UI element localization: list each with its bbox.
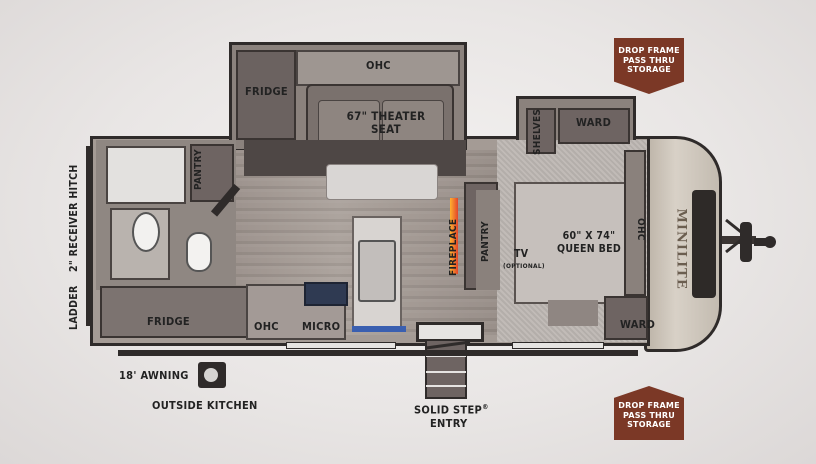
hitch-tongue xyxy=(712,218,776,262)
brand-logo-text: MINILITE xyxy=(673,208,689,290)
micro-label: MICRO xyxy=(302,320,341,333)
theater-seat-label: 67" THEATER SEAT xyxy=(336,110,436,136)
ward-bottom-label: WARD xyxy=(620,318,656,331)
front-ohc xyxy=(624,150,646,296)
table xyxy=(326,164,438,200)
brand-logo: MINILITE xyxy=(670,208,690,300)
shelves-label: SHELVES xyxy=(532,108,543,155)
drop-frame-storage-badge-bottom: DROP FRAME PASS THRU STORAGE xyxy=(614,386,684,440)
shower xyxy=(106,146,186,204)
queen-bed-text: 60" X 74" QUEEN BED xyxy=(557,230,621,255)
theater-seat-text: 67" THEATER SEAT xyxy=(346,109,426,136)
outside-kitchen-burner xyxy=(204,368,218,382)
queen-bed-label: 60" X 74" QUEEN BED xyxy=(553,230,625,256)
badge-text: DROP FRAME PASS THRU STORAGE xyxy=(618,401,680,429)
window-left xyxy=(86,146,92,326)
pillow xyxy=(548,300,598,326)
ladder-label: LADDER xyxy=(68,285,80,330)
fridge-top xyxy=(236,50,296,140)
overhead-cabinet-slide xyxy=(296,50,460,86)
badge-text: DROP FRAME PASS THRU STORAGE xyxy=(618,46,680,74)
drop-frame-storage-badge-top: DROP FRAME PASS THRU STORAGE xyxy=(614,38,684,94)
entry-door xyxy=(416,322,484,342)
window-bed xyxy=(512,342,604,349)
island-base xyxy=(352,326,406,332)
outside-kitchen-label: OUTSIDE KITCHEN xyxy=(152,399,258,412)
tv-optional-label: (OPTIONAL) xyxy=(503,262,545,270)
stove xyxy=(304,282,348,306)
shelves-cabinet xyxy=(526,108,556,154)
receiver-hitch-label: 2" RECEIVER HITCH xyxy=(68,164,80,272)
fridge-top-label: FRIDGE xyxy=(245,85,288,98)
fireplace-glow xyxy=(450,198,458,274)
ward-top-label: WARD xyxy=(576,116,612,129)
fridge-bottom-label: FRIDGE xyxy=(147,315,190,328)
ohc-bottom-label: OHC xyxy=(254,320,279,333)
ohc-front-label: OHC xyxy=(635,218,646,241)
window-bottom xyxy=(286,342,396,349)
sink-bath xyxy=(132,212,160,252)
fireplace-label: FIREPLACE xyxy=(448,218,459,276)
bed-pantry xyxy=(476,190,500,290)
kitchen-sink xyxy=(358,240,396,302)
front-cap-window xyxy=(692,190,716,298)
awning-label: 18' AWNING xyxy=(119,369,189,382)
tv-label: TV xyxy=(514,248,529,260)
toilet xyxy=(186,232,212,272)
bath-pantry-label: PANTRY xyxy=(193,149,204,190)
bed-pantry-label: PANTRY xyxy=(480,221,491,262)
solid-step-text: SOLID STEP xyxy=(414,403,483,417)
ohc-top-label: OHC xyxy=(366,59,391,72)
solid-step-label: SOLID STEP® xyxy=(414,403,489,417)
registered-mark: ® xyxy=(482,403,489,411)
entry-label: ENTRY xyxy=(430,417,468,430)
front-wardrobe-top xyxy=(558,108,630,144)
front-wardrobe-bottom xyxy=(604,296,648,340)
awning-bar xyxy=(118,350,638,356)
entry-steps xyxy=(425,340,471,399)
rear-counter xyxy=(100,286,260,338)
